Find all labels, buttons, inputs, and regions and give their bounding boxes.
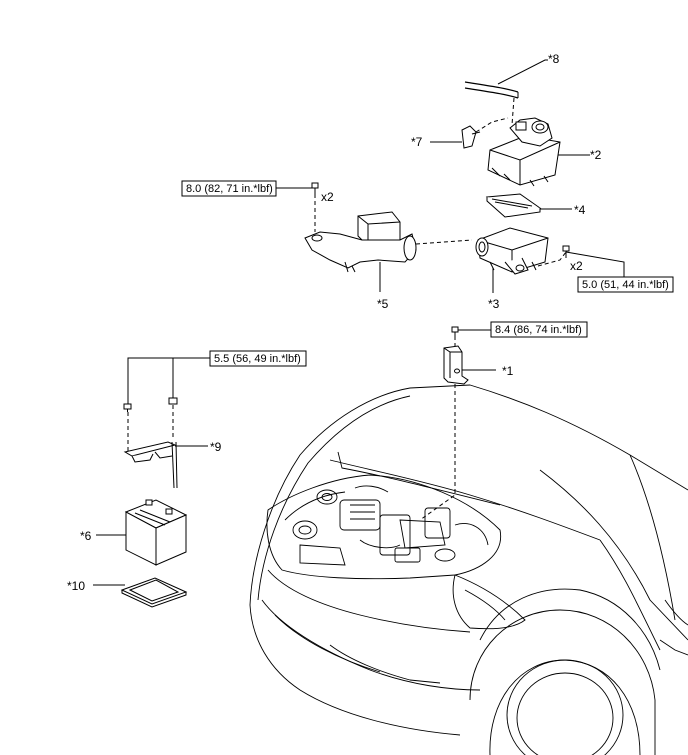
part-1-bracket (419, 326, 496, 521)
part-5-air-duct (304, 182, 473, 292)
callout-7: *7 (411, 135, 423, 149)
part-2-air-cleaner-cap (487, 117, 590, 187)
part-6-battery (96, 499, 188, 566)
torque-case: 5.0 (51, 44 in.*lbf) (582, 279, 669, 291)
callout-4: *4 (574, 203, 586, 217)
part-7-clip (430, 117, 509, 149)
part-10-battery-tray (93, 577, 188, 608)
part-8-hose (464, 59, 548, 126)
quantity-air-duct: x2 (321, 190, 334, 204)
torque-box-bracket: 8.4 (86, 74 in.*lbf) (490, 321, 588, 338)
torque-clamp: 5.5 (56, 49 in.*lbf) (214, 353, 301, 365)
bolt-icon (123, 403, 132, 412)
callout-1: *1 (502, 364, 514, 378)
callout-5: *5 (377, 297, 389, 311)
callout-8: *8 (548, 52, 560, 66)
bolt-icon (451, 326, 459, 336)
part-9-battery-clamp (123, 397, 208, 489)
torque-box-clamp: 5.5 (56, 49 in.*lbf) (209, 350, 307, 367)
callout-6: *6 (80, 529, 92, 543)
callout-9: *9 (210, 440, 222, 454)
callout-3: *3 (488, 297, 500, 311)
nut-icon (168, 397, 178, 405)
callout-2: *2 (590, 148, 602, 162)
part-3-air-cleaner-case (475, 227, 570, 293)
part-4-filter-element (485, 193, 572, 218)
torque-air-duct: 8.0 (82, 71 in.*lbf) (186, 183, 273, 195)
quantity-case: x2 (570, 259, 583, 273)
torque-box-case: 5.0 (51, 44 in.*lbf) (577, 276, 674, 293)
torque-bracket: 8.4 (86, 74 in.*lbf) (495, 324, 582, 336)
vehicle-front-illustration (249, 384, 688, 755)
bolt-icon (311, 182, 319, 194)
callout-10: *10 (67, 579, 85, 593)
torque-box-air-duct: 8.0 (82, 71 in.*lbf) (181, 180, 277, 197)
